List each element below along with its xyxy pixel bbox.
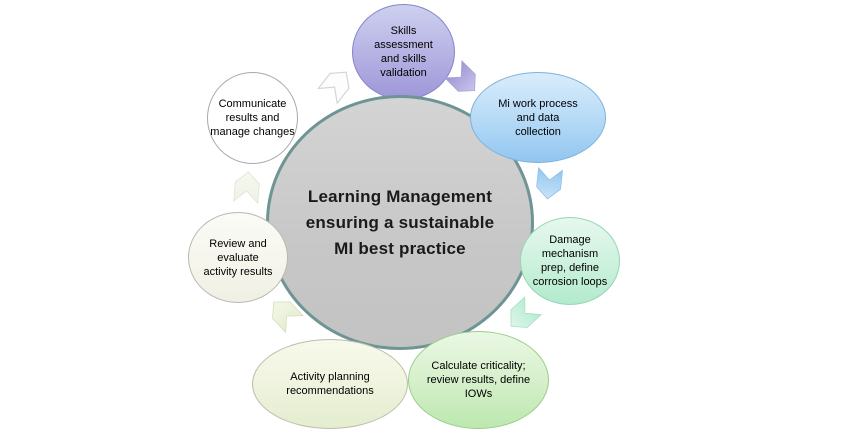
center-title-line1: Learning Management — [307, 186, 493, 206]
node-damage-mechanism: Damage mechanism prep, define corrosion … — [520, 217, 620, 305]
arrow-communicate-to-skills-icon — [316, 71, 350, 105]
center-title: Learning Management ensuring a sustainab… — [306, 184, 495, 262]
node-communicate-results: Communicate results and manage changes — [207, 72, 298, 164]
node-skills-assessment: Skills assessment and skills validation — [352, 4, 455, 100]
node-review-evaluate-label: Review and evaluate activity results — [203, 237, 273, 278]
node-damage-mechanism-label: Damage mechanism prep, define corrosion … — [532, 234, 608, 288]
node-activity-planning-label: Activity planning recommendations — [286, 371, 374, 397]
node-mi-work-process-label: Mi work process and data collection — [498, 97, 578, 138]
node-activity-planning: Activity planning recommendations — [252, 339, 408, 429]
node-skills-assessment-label: Skills assessment and skills validation — [374, 25, 433, 79]
arrow-review-to-communicate-icon — [233, 171, 260, 204]
arrow-damage-to-calculate-icon — [510, 296, 543, 328]
node-mi-work-process: Mi work process and data collection — [470, 72, 606, 163]
center-title-line2: ensuring a sustainable — [305, 212, 495, 232]
center-title-line3: MI best practice — [334, 238, 466, 258]
node-calculate-criticality-label: Calculate criticality; review results, d… — [426, 360, 531, 400]
node-communicate-results-label: Communicate results and manage changes — [210, 98, 295, 138]
node-review-evaluate: Review and evaluate activity results — [188, 212, 288, 303]
arrow-activity-to-review-icon — [272, 301, 304, 334]
arrow-miwork-to-damage-icon — [536, 166, 563, 200]
arrow-skills-to-miwork-icon — [443, 59, 476, 92]
node-calculate-criticality: Calculate criticality; review results, d… — [408, 331, 549, 429]
